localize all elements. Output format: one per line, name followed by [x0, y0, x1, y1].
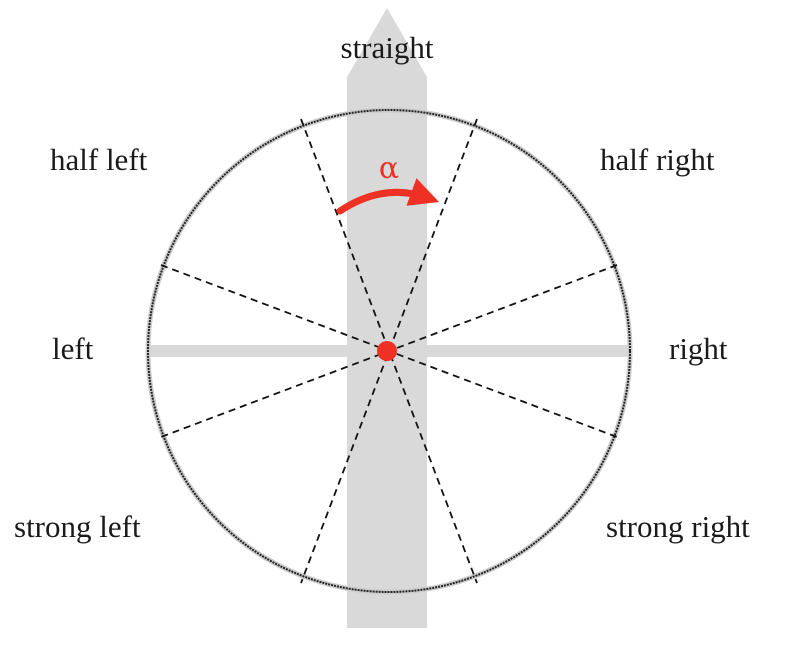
label-half-left: half left — [50, 142, 148, 177]
label-half-right: half right — [600, 142, 715, 177]
label-right: right — [669, 331, 728, 366]
label-strong-left: strong left — [14, 509, 141, 544]
boundary-line-2 — [300, 118, 478, 584]
alpha-label: α — [379, 151, 399, 186]
heading-arrow-band — [347, 8, 427, 628]
label-strong-right: strong right — [606, 509, 750, 544]
direction-circle-outline — [147, 109, 631, 593]
label-left: left — [52, 331, 94, 366]
center-point — [377, 341, 397, 361]
boundary-line-1 — [300, 118, 478, 584]
angle-arrow — [336, 178, 440, 215]
label-straight: straight — [341, 30, 434, 65]
